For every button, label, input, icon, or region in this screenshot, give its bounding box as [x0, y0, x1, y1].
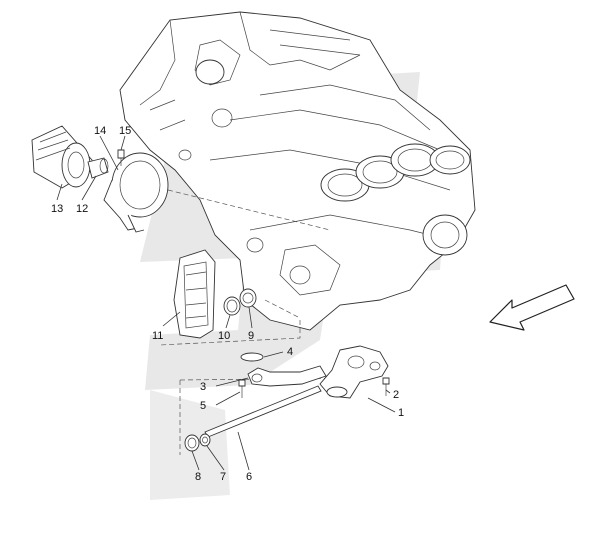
callout-4: 4 [287, 346, 293, 358]
callout-15: 15 [119, 125, 131, 137]
pickup-tube [247, 365, 327, 387]
callout-14: 14 [94, 125, 106, 137]
arrow-left-down-icon [489, 284, 575, 331]
oil-pump [319, 345, 389, 399]
washer-7 [199, 433, 211, 447]
callout-2: 2 [393, 389, 399, 401]
callout-3: 3 [200, 381, 206, 393]
callout-12: 12 [76, 203, 88, 215]
callout-11: 11 [152, 330, 163, 342]
bolt-5 [238, 379, 246, 398]
oil-pump-drive [173, 249, 216, 339]
engine-block [119, 11, 476, 331]
oil-filter [31, 125, 93, 189]
callout-1: 1 [398, 407, 404, 419]
callout-labels: 1 2 3 4 5 6 7 8 9 10 11 12 13 14 15 [51, 125, 404, 483]
callout-10: 10 [218, 330, 230, 342]
filter-housing [103, 152, 169, 233]
callout-9: 9 [248, 330, 254, 342]
callout-5: 5 [200, 400, 206, 412]
filter-fitting [87, 157, 109, 179]
callout-7: 7 [220, 471, 226, 483]
callout-13: 13 [51, 203, 63, 215]
seal-ring-10 [223, 296, 241, 316]
bolt-2 [382, 377, 390, 396]
seal-9 [239, 288, 257, 308]
bolt-15 [117, 149, 125, 166]
callout-6: 6 [246, 471, 252, 483]
o-ring-4 [240, 352, 264, 362]
callout-8: 8 [195, 471, 201, 483]
callout-leaders [56, 135, 396, 471]
seal-8 [184, 434, 200, 452]
